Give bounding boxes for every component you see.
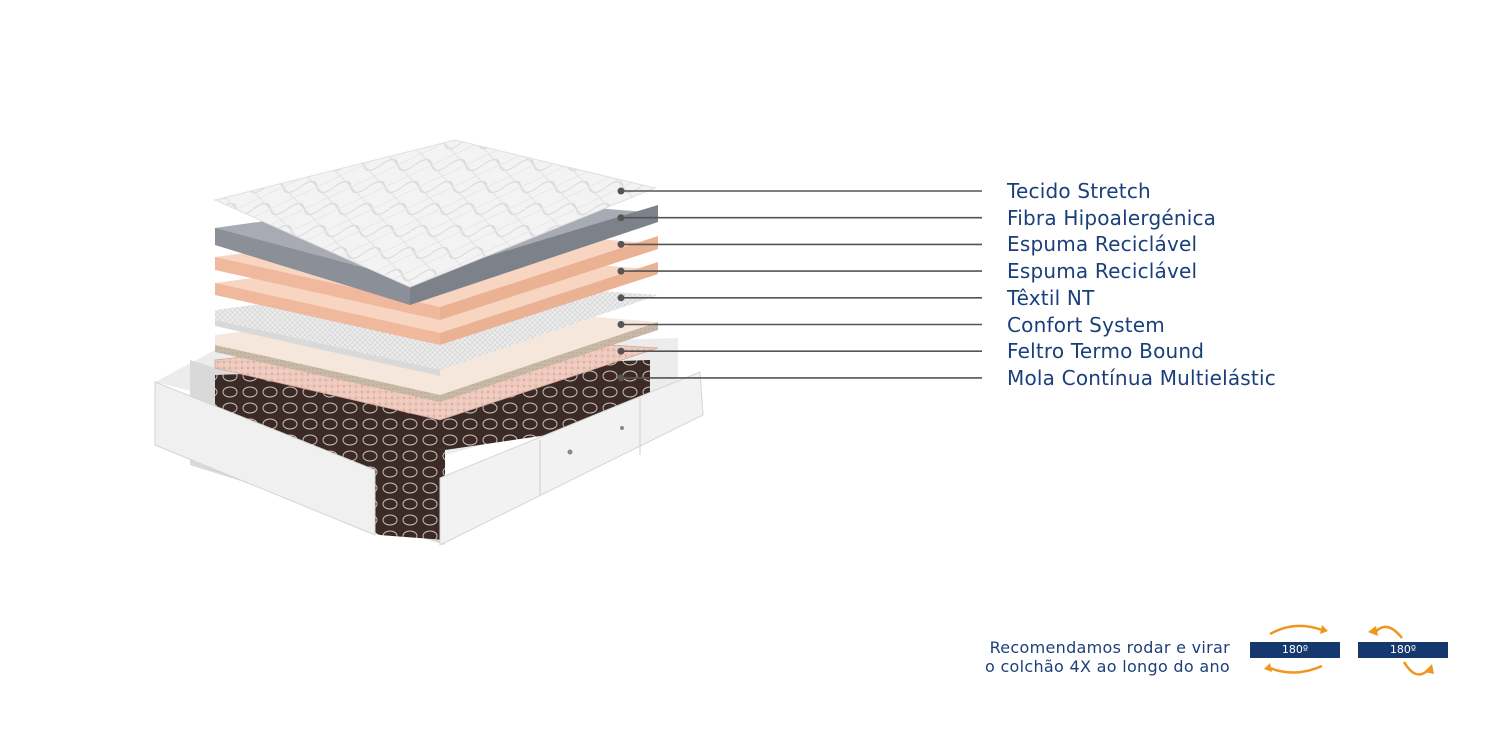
layer-label: Espuma Reciclável	[1007, 232, 1198, 257]
recommendation-text: Recomendamos rodar e virar o colchão 4X …	[985, 638, 1230, 676]
leader-dot	[617, 267, 625, 275]
flip-badge-label: 180º	[1358, 642, 1448, 658]
layer-label: Feltro Termo Bound	[1007, 339, 1205, 364]
layer-label: Confort System	[1007, 312, 1165, 337]
leader-dot	[617, 240, 625, 248]
leader-dot	[617, 294, 625, 302]
recommendation-line-1: Recomendamos rodar e virar	[989, 638, 1230, 657]
layer-label: Espuma Reciclável	[1007, 259, 1198, 284]
flip-badge: 180º	[1358, 620, 1448, 680]
layer-label: Têxtil NT	[1007, 285, 1095, 310]
leader-dot	[617, 374, 625, 382]
layer-tecido-stretch	[213, 139, 657, 288]
leader-dot	[617, 347, 625, 355]
layer-label: Mola Contínua Multielástic	[1007, 365, 1276, 390]
rotate-badge-label: 180º	[1250, 642, 1340, 658]
leader-dot	[617, 321, 625, 328]
rotate-horizontal-icon	[1264, 624, 1328, 674]
leader-dot	[617, 187, 625, 195]
rotate-badge: 180º	[1250, 620, 1340, 680]
recommendation-line-2: o colchão 4X ao longo do ano	[984, 657, 1230, 676]
flip-vertical-icon	[1368, 625, 1434, 676]
leader-dot	[617, 214, 625, 222]
leader-lines	[617, 187, 982, 382]
layer-label: Tecido Stretch	[1007, 179, 1151, 203]
layer-label: Fibra Hipoalergénica	[1007, 205, 1217, 230]
